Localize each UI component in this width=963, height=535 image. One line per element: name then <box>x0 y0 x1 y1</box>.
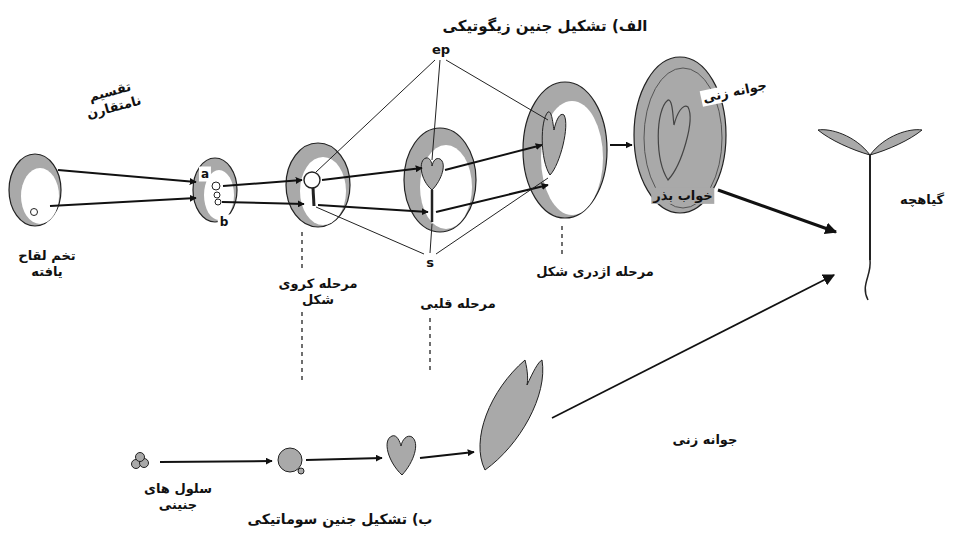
stage-arrow <box>50 198 196 206</box>
somatic-cells <box>136 453 145 462</box>
stage-divider <box>561 226 562 258</box>
stage-arrow <box>552 275 834 418</box>
stage-arrow <box>223 180 302 186</box>
section-heading: الف) تشکیل جنین زیگوتیکی <box>441 17 650 36</box>
stage-arrow <box>306 458 382 460</box>
leader-line <box>436 178 548 254</box>
seedling <box>869 155 871 260</box>
torpedo-ovule <box>523 82 607 218</box>
part-label: s <box>424 255 436 271</box>
torpedo-ovule <box>541 101 603 215</box>
stage-label: گیاهچه <box>898 192 946 208</box>
dormant-seed <box>634 57 726 213</box>
globular-ovule <box>300 157 346 225</box>
leader-line <box>446 60 548 120</box>
stage-label: مرحله قلبی <box>418 296 498 312</box>
stage-arrow <box>50 145 836 462</box>
globular-ovule <box>286 143 350 227</box>
stage-divider <box>301 312 302 380</box>
two-cell-ovule <box>193 158 237 222</box>
process-label: تقسیم نامتقارن <box>72 75 152 126</box>
stage-arrow <box>222 202 304 204</box>
heart-ovule <box>421 158 443 190</box>
stage-arrow <box>322 168 422 180</box>
heart-ovule <box>431 190 434 222</box>
globular-ovule <box>286 143 350 227</box>
somatic-cells <box>132 453 149 469</box>
leader-line <box>316 60 548 254</box>
heart-ovule <box>404 128 476 232</box>
globular-ovule <box>304 172 320 188</box>
two-cell-ovule <box>215 199 221 205</box>
stage-arrow <box>610 144 632 146</box>
heart-ovule <box>420 145 472 229</box>
seedling <box>818 130 870 155</box>
zygote-ovule <box>9 154 61 226</box>
somatic-globular <box>278 448 304 474</box>
torpedo-ovule <box>523 82 607 218</box>
stage-arrow <box>445 145 542 170</box>
zygote-ovule <box>31 209 38 216</box>
zygote-ovule <box>21 168 59 224</box>
stage-divider <box>301 232 302 272</box>
stage-arrow <box>318 205 428 212</box>
process-label: جوانه زنی <box>671 432 740 448</box>
leader-line <box>316 207 424 254</box>
stage-label: تخم لقاح یافته <box>7 248 87 281</box>
somatic-globular <box>298 468 304 474</box>
dormant-seed <box>658 100 690 180</box>
part-label: b <box>218 215 231 230</box>
somatic-torpedo <box>480 360 543 470</box>
stage-divider <box>429 318 430 372</box>
stage-label: مرحله کروی شکل <box>268 276 368 309</box>
leader-line <box>430 224 432 253</box>
part-label: ep <box>430 42 452 58</box>
two-cell-ovule <box>212 182 220 190</box>
two-cell-ovule <box>193 158 237 222</box>
zygote-ovule <box>9 154 61 226</box>
torpedo-ovule <box>542 112 566 175</box>
part-label: a <box>199 167 211 182</box>
stage-arrow <box>58 170 196 182</box>
stage-label: سلول های جنینی <box>136 481 220 514</box>
section-heading: ب) تشکیل جنین سوماتیکی <box>246 511 435 529</box>
somatic-heart <box>387 436 416 475</box>
stage-arrow <box>160 461 272 462</box>
seedling <box>865 260 870 300</box>
globular-ovule <box>313 188 314 206</box>
somatic-globular <box>278 448 302 472</box>
stage-arrow <box>718 190 836 232</box>
stage-label: خواب بذر <box>651 188 714 204</box>
seedling <box>870 130 922 155</box>
leader-line <box>316 60 435 172</box>
stage-label: مرحله اژدری شکل <box>534 264 656 280</box>
stage-arrow <box>420 452 474 458</box>
dormant-seed <box>634 57 726 213</box>
leader-line <box>432 60 440 160</box>
heart-ovule <box>404 128 476 232</box>
two-cell-ovule <box>214 192 220 198</box>
